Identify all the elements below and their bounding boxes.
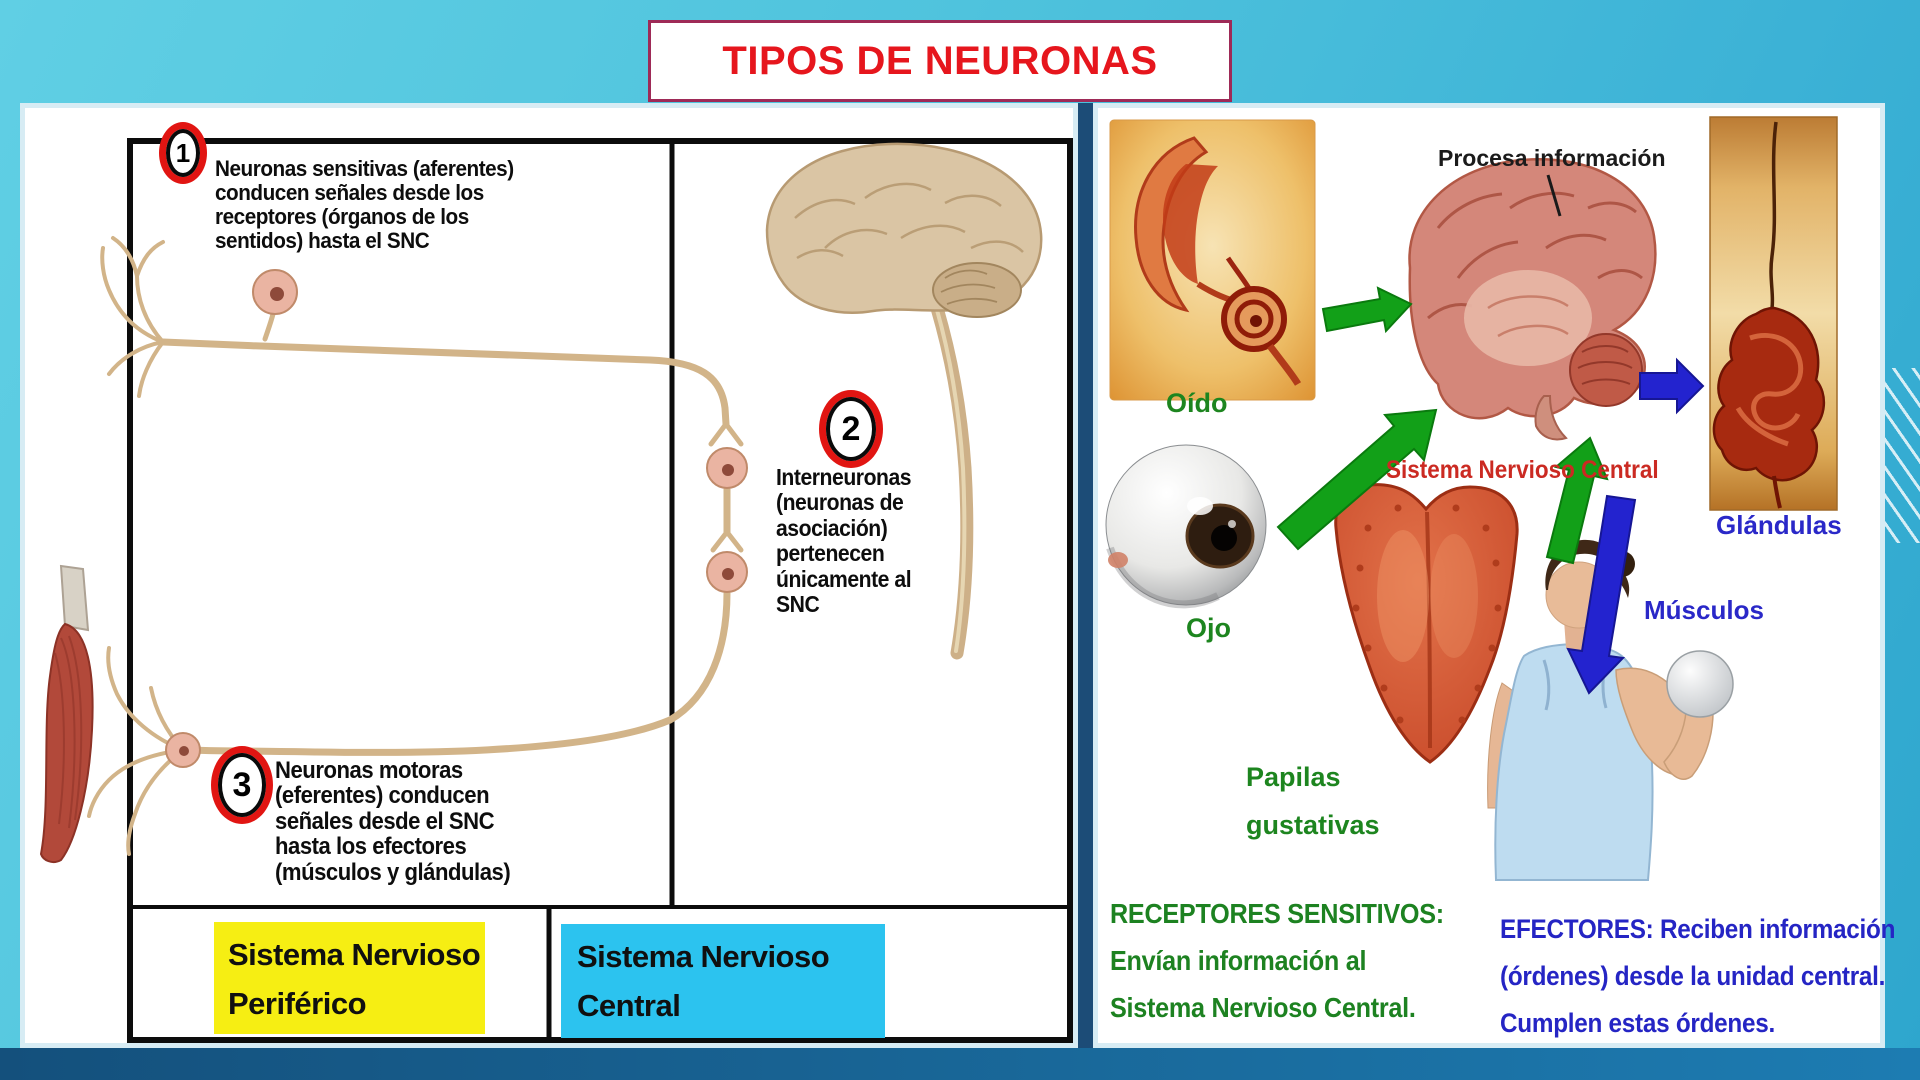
arrow-brain-to-glands bbox=[1639, 357, 1705, 415]
badge-3: 3 bbox=[211, 746, 273, 824]
receptors-description: RECEPTORES SENSITIVOS: Envían informació… bbox=[1110, 898, 1444, 1023]
slide-title: TIPOS DE NEURONAS bbox=[722, 38, 1158, 83]
bottom-accent-bar bbox=[0, 1048, 1920, 1080]
right-diagram-art bbox=[1105, 116, 1838, 881]
note-motor-neurons: Neuronas motoras (eferentes) conducen se… bbox=[275, 757, 511, 886]
neuron-types-diagram-panel: 1 2 3 Neuronas sensitivas (aferentes) co… bbox=[20, 103, 1078, 1048]
label-peripheral-nervous-system: Sistema Nervioso Periférico bbox=[214, 922, 485, 1034]
arrow-eye-to-brain bbox=[1276, 408, 1438, 551]
taste-buds-label: Papilas gustativas bbox=[1246, 762, 1380, 840]
ear-label: Oído bbox=[1166, 388, 1228, 418]
arrow-ear-to-brain bbox=[1321, 286, 1413, 334]
badge-2: 2 bbox=[819, 390, 883, 468]
effectors-description: EFECTORES: Reciben información (órdenes)… bbox=[1500, 914, 1896, 1038]
neuron-cell-bodies bbox=[165, 269, 748, 768]
badge-1: 1 bbox=[159, 122, 207, 184]
ear-illustration bbox=[1109, 119, 1316, 401]
eye-label: Ojo bbox=[1186, 613, 1231, 643]
nervous-system-flow-panel: Procesa información Sistema Nervioso Cen… bbox=[1093, 103, 1895, 1048]
arrow-brain-to-muscles bbox=[1566, 494, 1637, 695]
diagram-frame bbox=[127, 138, 1073, 1043]
title-box: TIPOS DE NEURONAS bbox=[648, 20, 1232, 102]
note-interneurons: Interneuronas (neuronas de asociación) p… bbox=[776, 464, 912, 618]
badge-3-number: 3 bbox=[218, 753, 266, 817]
brain-spinal-cord-illustration bbox=[765, 142, 1043, 660]
process-pointer-line bbox=[1546, 174, 1562, 217]
gland-illustration bbox=[1709, 116, 1838, 511]
label-central-nervous-system: Sistema Nervioso Central bbox=[561, 924, 885, 1038]
note-sensory-neurons: Neuronas sensitivas (aferentes) conducen… bbox=[215, 156, 514, 253]
tongue-illustration bbox=[1334, 483, 1519, 764]
process-info-label: Procesa información bbox=[1438, 145, 1666, 171]
cns-label: Sistema Nervioso Central bbox=[1386, 456, 1659, 484]
glands-label: Glándulas bbox=[1716, 510, 1842, 540]
eye-illustration bbox=[1105, 444, 1267, 609]
brain-illustration bbox=[1408, 158, 1657, 441]
left-diagram-art bbox=[39, 138, 1073, 1043]
panel-gap bbox=[1076, 103, 1094, 1048]
muscle-illustration bbox=[39, 564, 94, 864]
badge-2-number: 2 bbox=[826, 397, 876, 461]
arrow-tongue-to-brain bbox=[1545, 436, 1609, 565]
muscles-label: Músculos bbox=[1644, 595, 1764, 625]
badge-1-number: 1 bbox=[166, 129, 200, 177]
